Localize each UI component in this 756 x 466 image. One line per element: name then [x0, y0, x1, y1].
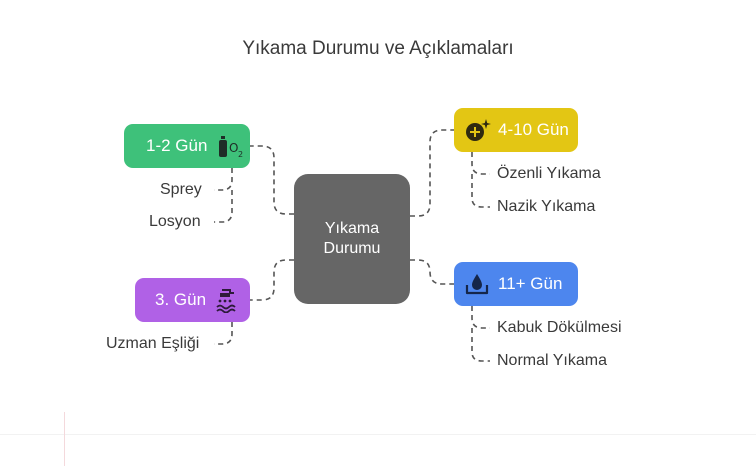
connector-losyon: [214, 190, 233, 223]
node-3-gun: 3. Gün: [135, 278, 250, 322]
diagram-title: Yıkama Durumu ve Açıklamaları: [242, 38, 514, 59]
svg-text:O: O: [229, 141, 238, 155]
center-node: Yıkama Durumu: [294, 174, 410, 304]
sub-sprey: Sprey: [160, 181, 202, 198]
connector-uzman: [214, 322, 233, 345]
connector-center-11-gun: [410, 259, 454, 285]
connector-normal: [471, 328, 490, 362]
sub-nazik-yikama: Nazik Yıkama: [497, 198, 596, 215]
sub-normal-yikama: Normal Yıkama: [497, 352, 607, 369]
connector-center-4-10-gun: [410, 129, 454, 217]
node-1-2-gun: 1-2 Gün O 2: [124, 124, 250, 168]
sub-ozenli-yikama: Özenli Yıkama: [497, 165, 601, 182]
connector-sprey: [214, 168, 233, 191]
connector-ozenli: [471, 152, 490, 175]
node-label: 3. Gün: [155, 290, 207, 309]
node-label: 1-2 Gün: [146, 136, 208, 155]
water-drop-basin-icon: [464, 271, 490, 297]
sub-uzman-esligi: Uzman Eşliği: [106, 335, 200, 352]
svg-text:2: 2: [238, 150, 243, 159]
oxygen-tank-icon: O 2: [217, 133, 245, 159]
sub-kabuk-dokulmesi: Kabuk Dökülmesi: [497, 319, 622, 336]
node-label: 4-10 Gün: [498, 120, 569, 139]
node-4-10-gun: 4-10 Gün: [454, 108, 578, 152]
shower-water-icon: [214, 287, 242, 313]
node-label: 11+ Gün: [498, 274, 563, 293]
connector-nazik: [471, 174, 490, 208]
connector-center-1-2-gun: [250, 145, 294, 215]
node-11-gun: 11+ Gün: [454, 262, 578, 306]
center-line-2: Durumu: [323, 240, 381, 257]
connector-center-3-gun: [250, 259, 294, 301]
footer-margin-line: [64, 412, 65, 466]
sub-losyon: Losyon: [149, 213, 201, 230]
center-line-1: Yıkama: [324, 220, 380, 237]
footer-divider: [0, 434, 756, 435]
plus-sparkle-icon: [464, 117, 492, 143]
connector-kabuk: [471, 306, 490, 329]
